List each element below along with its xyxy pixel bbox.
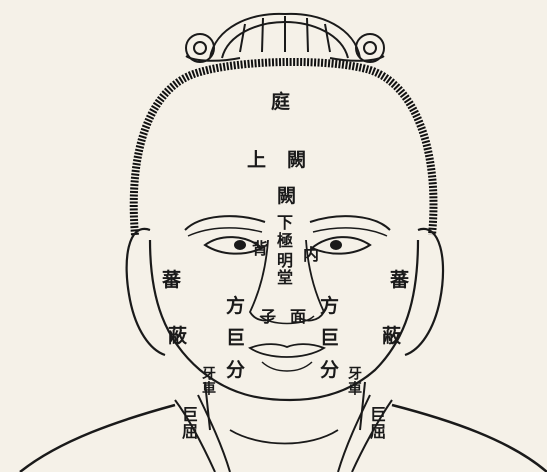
label-ya-che-left: 牙車 [200,366,215,396]
label-ting: 庭 [271,92,290,112]
right-eyebrow-2 [313,228,387,236]
label-ju-qu-left: 巨屈 [180,406,197,440]
label-fan-right: 蕃 [390,270,409,290]
label-xia: 下 [277,214,293,231]
label-shang: 上 [247,150,266,170]
label-bi-right: 蔽 [382,326,401,346]
label-fen-right: 分 [320,360,339,380]
label-zi: 子 [260,308,276,325]
label-ya-che-right: 牙車 [346,366,361,396]
label-ji: 極 [277,232,293,249]
left-eyebrow-2 [188,228,262,236]
label-nei: 内 [303,246,319,263]
label-ju-right: 巨 [320,328,339,348]
right-ear [405,229,443,355]
hairline [134,62,434,235]
label-que-mid: 闕 [277,186,296,206]
label-ming-tang: 明堂 [275,252,292,286]
left-ear [127,229,165,355]
label-ju-left: 巨 [226,328,245,348]
label-fang-right: 方 [320,296,339,316]
collar-right-inner [338,395,370,472]
label-bei: 背 [252,240,268,257]
label-bi-left: 蔽 [168,326,187,346]
label-ju-qu-right: 巨屈 [368,406,385,440]
label-fan-left: 蕃 [162,270,181,290]
collar-left-inner [198,395,230,472]
label-fang-left: 方 [226,296,245,316]
label-que-top: 闕 [287,150,306,170]
shoulders [20,405,547,472]
label-mian: 面 [290,308,306,325]
topknot [186,14,384,62]
mouth [250,344,324,357]
label-fen-left: 分 [226,360,245,380]
